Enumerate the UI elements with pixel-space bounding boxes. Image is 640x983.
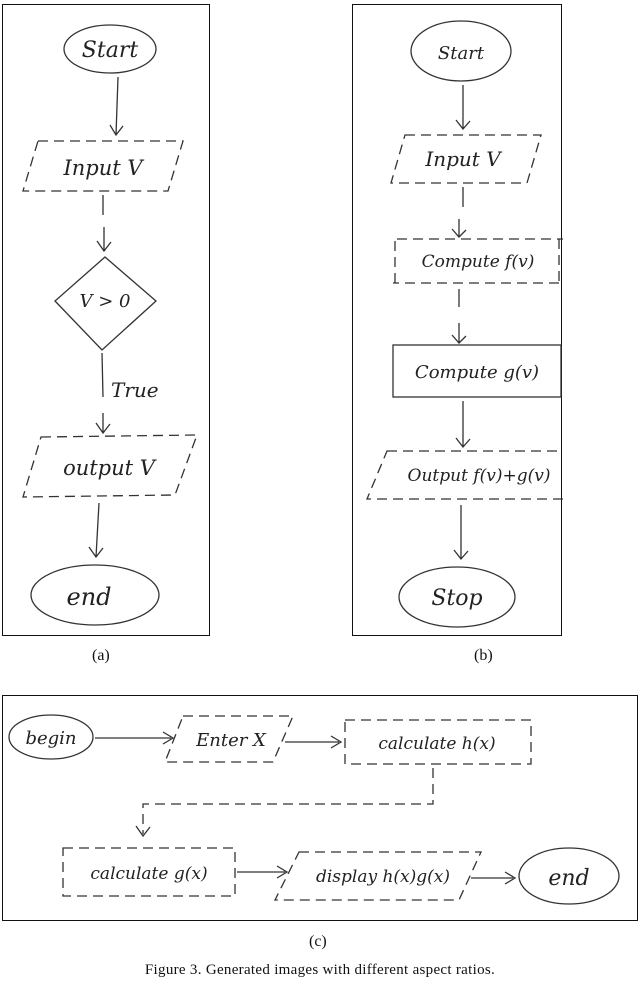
arrow-start-to-input — [455, 85, 471, 131]
stop-terminal-label: Stop — [431, 586, 482, 611]
arrow-begin-to-enter — [95, 731, 175, 745]
calc-h-box-shape — [344, 719, 532, 765]
enter-parallelogram-shape — [164, 715, 294, 763]
flowchart-panel-c: begin Enter X calculate h(x) calculate g… — [2, 695, 638, 921]
flowchart-panel-a: Start Input V V > 0 True output V end — [2, 4, 210, 636]
input-parallelogram-shape — [22, 140, 184, 192]
display-label: display h(x)g(x) — [316, 867, 450, 887]
arrow-compute-g-to-output — [455, 401, 471, 449]
compute-f-box-shape — [393, 238, 563, 284]
arrow-output-to-stop — [453, 505, 469, 561]
flowchart-c-canvas: begin Enter X calculate h(x) calculate g… — [8, 714, 620, 905]
arrow-head-calc-g — [135, 825, 151, 838]
begin-terminal-shape — [8, 714, 94, 760]
figure-caption: Figure 3. Generated images with differen… — [144, 962, 496, 978]
end-terminal-label: end — [548, 866, 589, 891]
decision-diamond-shape — [54, 256, 157, 351]
output-parallelogram-shape — [22, 434, 198, 498]
stop-terminal-shape — [398, 566, 516, 628]
start-terminal-shape — [63, 24, 157, 74]
start-terminal-label: Start — [438, 43, 485, 64]
compute-f-label: Compute f(v) — [422, 252, 535, 272]
calc-g-label: calculate g(x) — [90, 864, 207, 884]
calc-g-box-shape — [62, 847, 236, 897]
arrow-input-to-decision — [96, 195, 112, 253]
enter-label: Enter X — [195, 730, 267, 751]
flowchart-a-canvas: Start Input V V > 0 True output V end — [22, 24, 198, 626]
output-label: Output f(v)+g(v) — [408, 466, 551, 486]
start-terminal-shape — [410, 20, 512, 82]
output-label: output V — [63, 456, 157, 480]
sublabel-c: (c) — [309, 933, 327, 950]
calc-h-label: calculate h(x) — [378, 734, 495, 754]
end-terminal-shape — [30, 564, 160, 626]
sublabel-b: (b) — [474, 647, 493, 664]
flowchart-panel-b: Start Input V Compute f(v) Compute g(v) … — [352, 4, 563, 636]
end-terminal-label: end — [66, 583, 111, 611]
output-parallelogram-shape — [366, 450, 563, 500]
flowchart-b-canvas: Start Input V Compute f(v) Compute g(v) … — [366, 20, 563, 628]
begin-terminal-label: begin — [25, 728, 76, 749]
arrow-decision-to-output — [95, 352, 111, 435]
arrow-start-to-input — [109, 76, 124, 137]
input-label: Input V — [424, 147, 503, 171]
arrow-compute-f-to-g — [451, 289, 467, 344]
arrow-input-to-compute-f — [451, 187, 467, 238]
input-parallelogram-shape — [390, 134, 542, 184]
arrow-output-to-end — [88, 502, 104, 559]
arrow-calc-g-to-display — [237, 865, 289, 879]
arrow-calc-h-to-calc-g — [142, 768, 434, 834]
input-label: Input V — [62, 156, 144, 180]
decision-label: V > 0 — [80, 291, 131, 312]
display-parallelogram-shape — [273, 851, 483, 901]
compute-g-label: Compute g(v) — [415, 362, 539, 383]
arrow-display-to-end — [471, 871, 517, 885]
true-branch-label: True — [111, 378, 159, 402]
compute-g-box-shape — [392, 344, 562, 398]
sublabel-a: (a) — [92, 647, 110, 664]
start-terminal-label: Start — [82, 38, 139, 63]
arrow-enter-to-calc-h — [285, 735, 343, 749]
end-terminal-shape — [518, 847, 620, 905]
